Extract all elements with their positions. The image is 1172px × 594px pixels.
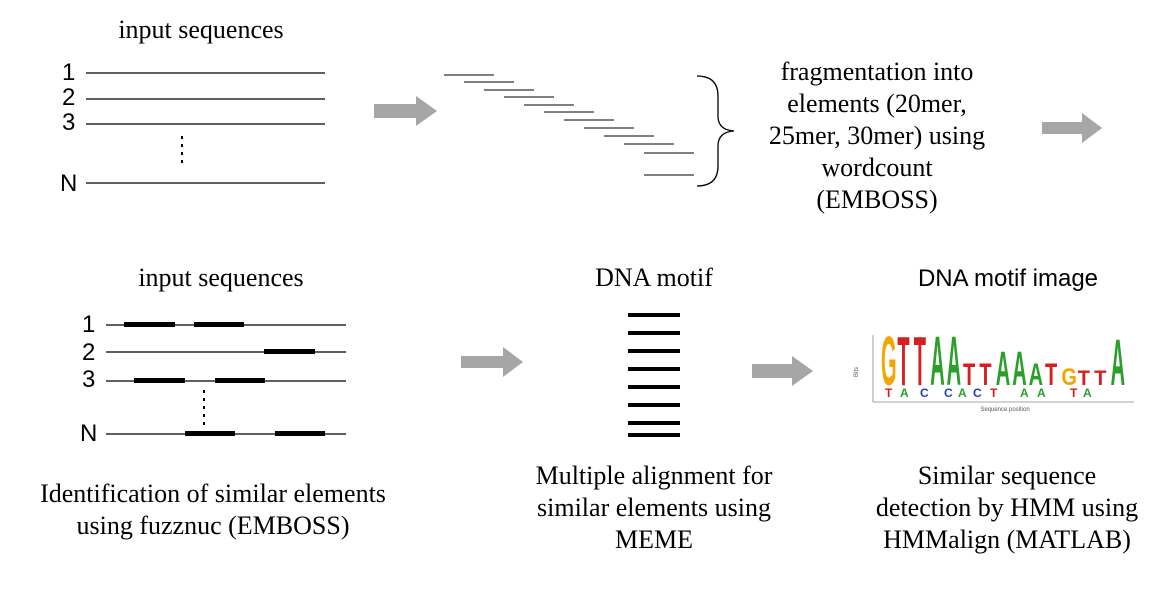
- alignment-line-2: similar elements using: [537, 493, 771, 522]
- dna-motif-bars: [628, 313, 680, 437]
- logo-letter: T: [1045, 356, 1057, 392]
- logo-letter: A: [996, 341, 1010, 396]
- similar-element-segments: [124, 322, 325, 436]
- arrow-right-3: [461, 347, 523, 377]
- identification-line-1: Identification of similar elements: [40, 479, 386, 508]
- logo-lower-letter: A: [1083, 386, 1092, 400]
- top-seq-label-n: N: [60, 170, 78, 197]
- logo-letter: G: [1061, 363, 1077, 390]
- logo-letter: T: [963, 356, 975, 392]
- top-seq-label-3: 3: [62, 109, 76, 136]
- fragmentation-line-3: 25mer, 30mer) using: [768, 121, 986, 150]
- arrow-right-1: [374, 96, 437, 126]
- bottom-vertical-ellipsis: [203, 390, 205, 425]
- logo-lower-letter: T: [885, 386, 893, 400]
- logo-letter: T: [1094, 368, 1107, 390]
- fragment-lines: [444, 74, 694, 176]
- detection-caption: Similar sequence detection by HMM using …: [842, 460, 1172, 556]
- logo-letter: T: [914, 322, 926, 399]
- bottom-input-title: input sequences: [138, 263, 304, 292]
- logo-lower-letter: A: [900, 386, 909, 400]
- logo-letter: T: [897, 322, 909, 399]
- alignment-caption: Multiple alignment for similar elements …: [494, 460, 814, 556]
- logo-letter: A: [1111, 327, 1125, 400]
- logo-lower-letter: T: [1070, 386, 1078, 400]
- top-seq-label-1: 1: [62, 59, 76, 86]
- logo-letter: T: [1078, 368, 1091, 390]
- alignment-line-3: MEME: [615, 525, 693, 554]
- identification-line-2: using fuzznuc (EMBOSS): [76, 511, 350, 540]
- logo-lower-letter: T: [990, 386, 998, 400]
- fragmentation-line-1: fragmentation into: [780, 57, 974, 86]
- top-input-title: input sequences: [118, 15, 284, 44]
- logo-lower-letter: A: [1037, 386, 1046, 400]
- logo-lower-letter: A: [958, 386, 967, 400]
- logo-letter: A: [1012, 341, 1026, 396]
- logo-y-axis-label: Bits: [854, 367, 860, 377]
- logo-letter: A: [947, 322, 961, 399]
- fragmentation-line-4: wordcount: [821, 153, 933, 182]
- bottom-seq-label-n: N: [80, 420, 98, 447]
- alignment-line-1: Multiple alignment for: [535, 461, 773, 490]
- fragmentation-line-5: (EMBOSS): [816, 185, 938, 214]
- top-vertical-ellipsis: [181, 136, 183, 163]
- fragmentation-line-2: elements (20mer,: [787, 89, 967, 118]
- logo-lower-letter: A: [1020, 386, 1029, 400]
- motif-image-title: DNA motif image: [917, 265, 1099, 292]
- top-sequence-lines: [86, 72, 325, 184]
- bottom-seq-label-3: 3: [82, 366, 96, 393]
- detection-line-3: HMMalign (MATLAB): [883, 525, 1131, 554]
- logo-x-axis-label: Sequence position: [980, 407, 1029, 413]
- bottom-seq-label-1: 1: [82, 311, 96, 338]
- logo-letter: G: [881, 322, 897, 399]
- bottom-seq-label-2: 2: [82, 339, 96, 366]
- identification-caption: Identification of similar elements using…: [0, 478, 426, 542]
- arrow-right-2: [1042, 113, 1102, 143]
- logo-lower-letter: C: [944, 386, 953, 400]
- logo-lower-letter: C: [973, 386, 982, 400]
- detection-line-1: Similar sequence: [917, 461, 1097, 490]
- motif-title: DNA motif: [595, 263, 713, 292]
- logo-lower-letter: C: [920, 386, 929, 400]
- detection-line-2: detection by HMM using: [875, 493, 1139, 522]
- curly-brace: [696, 75, 735, 187]
- arrow-right-4: [752, 356, 813, 386]
- top-seq-label-2: 2: [62, 84, 76, 111]
- logo-letter: T: [979, 356, 991, 392]
- logo-letter: A: [1029, 356, 1044, 392]
- logo-letter: A: [930, 322, 944, 399]
- fragmentation-caption: fragmentation into elements (20mer, 25me…: [734, 56, 1020, 216]
